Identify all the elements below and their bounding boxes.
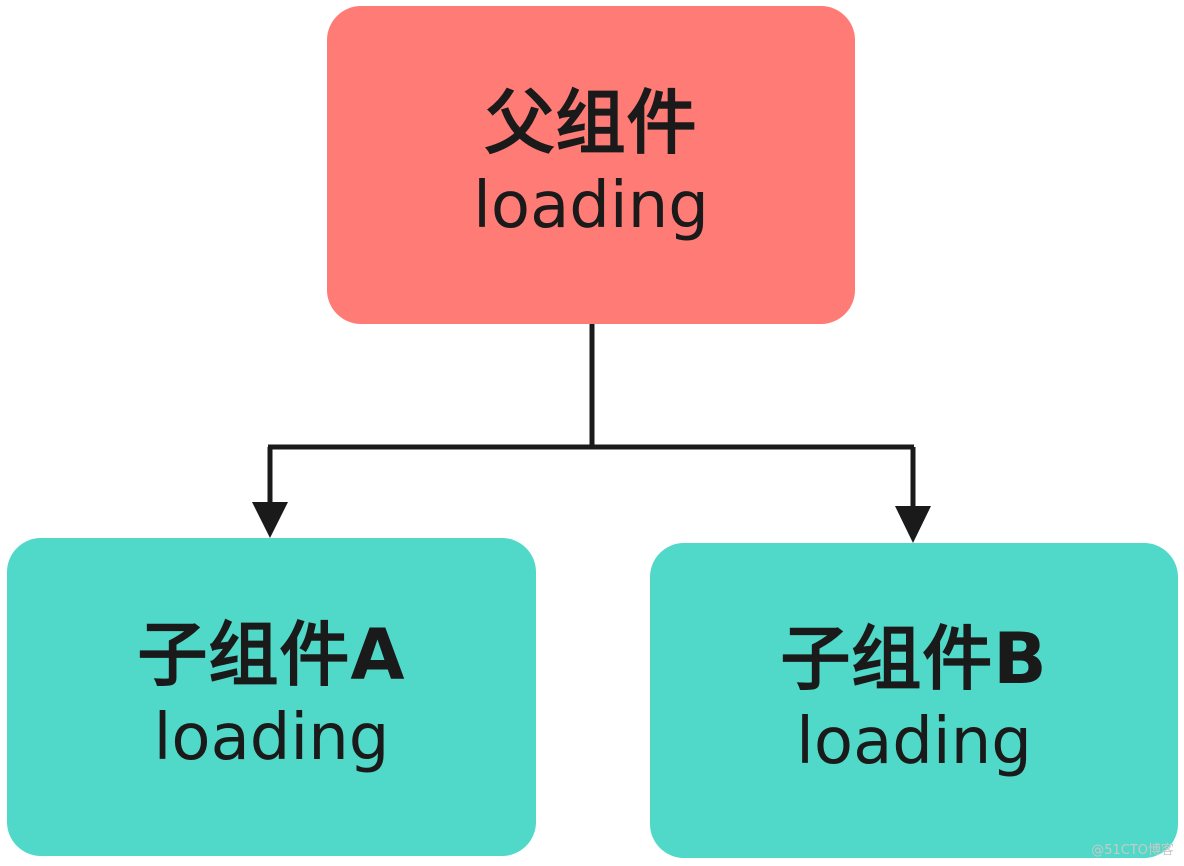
child-component-b-title: 子组件B <box>780 617 1048 700</box>
child-component-b-node: 子组件B loading <box>650 543 1178 858</box>
arrowhead-child-a <box>252 502 288 538</box>
watermark-text: @51CTO博客 <box>1091 843 1174 858</box>
child-component-a-node: 子组件A loading <box>7 538 536 856</box>
child-component-a-title: 子组件A <box>137 614 406 697</box>
arrowhead-child-b <box>895 506 931 543</box>
parent-component-status: loading <box>473 169 709 244</box>
parent-component-node: 父组件 loading <box>327 6 855 324</box>
child-component-b-status: loading <box>796 704 1032 779</box>
child-component-a-status: loading <box>153 701 390 776</box>
parent-component-title: 父组件 <box>484 82 698 165</box>
